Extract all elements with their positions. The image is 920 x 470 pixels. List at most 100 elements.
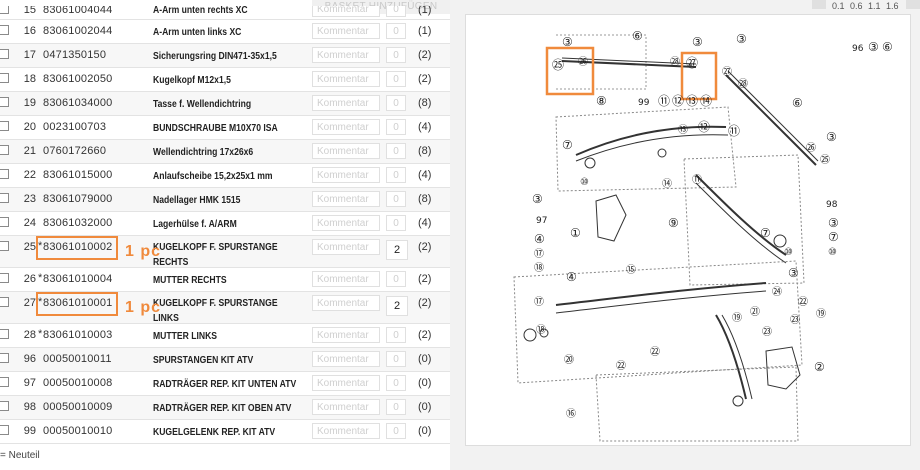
- callout-9[interactable]: ⑨: [668, 216, 679, 230]
- row-checkbox[interactable]: [0, 49, 9, 59]
- comment-input[interactable]: Kommentar: [312, 95, 380, 111]
- quantity-input[interactable]: 0: [386, 423, 406, 439]
- callout-99[interactable]: 99: [638, 98, 650, 108]
- callout-6[interactable]: ⑥: [792, 96, 803, 110]
- comment-input[interactable]: Kommentar: [312, 191, 380, 207]
- callout-21[interactable]: ㉑: [750, 306, 760, 318]
- callout-23[interactable]: ㉓: [790, 314, 800, 326]
- row-checkbox[interactable]: [0, 217, 9, 227]
- quantity-input[interactable]: 0: [386, 119, 406, 135]
- callout-96[interactable]: 96: [852, 44, 864, 54]
- zoom-level[interactable]: 0.6: [850, 1, 863, 11]
- callout-17[interactable]: ⑰: [534, 248, 544, 260]
- row-checkbox[interactable]: [0, 97, 9, 107]
- comment-input[interactable]: Kommentar: [312, 119, 380, 135]
- row-checkbox[interactable]: [0, 329, 9, 339]
- comment-input[interactable]: Kommentar: [312, 215, 380, 231]
- comment-input[interactable]: Kommentar: [312, 239, 380, 255]
- callout-19[interactable]: ⑲: [732, 312, 742, 324]
- callout-25[interactable]: ㉕: [552, 58, 564, 72]
- callout-24[interactable]: ㉔: [772, 286, 782, 298]
- row-checkbox[interactable]: [0, 169, 9, 179]
- callout-22[interactable]: ㉒: [798, 296, 808, 308]
- callout-11[interactable]: ⑪: [658, 94, 670, 108]
- callout-3[interactable]: ③: [692, 35, 703, 49]
- callout-16[interactable]: ⑯: [566, 408, 576, 420]
- callout-7[interactable]: ⑦: [760, 226, 771, 240]
- callout-3[interactable]: ③: [828, 216, 839, 230]
- zoom-scale[interactable]: 0.1 0.6 1.1 1.6: [465, 0, 920, 14]
- row-checkbox[interactable]: [0, 377, 9, 387]
- callout-2[interactable]: ②: [814, 360, 825, 374]
- callout-23[interactable]: ㉓: [762, 326, 772, 338]
- callout-6[interactable]: ⑥: [882, 40, 893, 54]
- callout-3[interactable]: ③: [788, 266, 799, 280]
- row-checkbox[interactable]: [0, 353, 9, 363]
- quantity-input[interactable]: 0: [386, 191, 406, 207]
- row-checkbox[interactable]: [0, 6, 9, 14]
- callout-18[interactable]: ⑱: [536, 324, 546, 336]
- callout-11[interactable]: ⑪: [692, 174, 702, 186]
- quantity-input[interactable]: 0: [386, 327, 406, 343]
- callout-10[interactable]: ⑩: [828, 247, 837, 258]
- quantity-input[interactable]: 0: [386, 6, 406, 17]
- callout-97[interactable]: 97: [536, 216, 547, 226]
- quantity-input[interactable]: 0: [386, 47, 406, 63]
- comment-input[interactable]: Kommentar: [312, 423, 380, 439]
- quantity-input[interactable]: 0: [386, 375, 406, 391]
- callout-4[interactable]: ④: [534, 232, 545, 246]
- quantity-input[interactable]: 0: [386, 95, 406, 111]
- comment-input[interactable]: Kommentar: [312, 351, 380, 367]
- row-checkbox[interactable]: [0, 193, 9, 203]
- callout-12[interactable]: ⑫: [698, 120, 710, 134]
- callout-22[interactable]: ㉒: [616, 360, 626, 372]
- callout-8[interactable]: ⑧: [596, 94, 607, 108]
- row-checkbox[interactable]: [0, 273, 9, 283]
- callout-3[interactable]: ③: [562, 35, 573, 49]
- callout-3[interactable]: ③: [826, 130, 837, 144]
- comment-input[interactable]: Kommentar: [312, 399, 380, 415]
- comment-input[interactable]: Kommentar: [312, 167, 380, 183]
- row-checkbox[interactable]: [0, 401, 9, 411]
- callout-4[interactable]: ④: [566, 270, 577, 284]
- quantity-input[interactable]: 2: [386, 296, 408, 316]
- callout-11[interactable]: ⑪: [728, 124, 740, 138]
- comment-input[interactable]: Kommentar: [312, 271, 380, 287]
- row-checkbox[interactable]: [0, 25, 9, 35]
- row-checkbox[interactable]: [0, 145, 9, 155]
- callout-27[interactable]: ㉗: [686, 56, 698, 70]
- quantity-input[interactable]: 0: [386, 399, 406, 415]
- zoom-level[interactable]: 1.1: [868, 1, 881, 11]
- callout-28[interactable]: ㉘: [670, 56, 680, 68]
- row-checkbox[interactable]: [0, 297, 9, 307]
- callout-27[interactable]: ㉗: [722, 66, 732, 78]
- callout-6[interactable]: ⑥: [632, 29, 643, 43]
- comment-input[interactable]: Kommentar: [312, 327, 380, 343]
- callout-20[interactable]: ⑳: [564, 354, 574, 366]
- callout-25[interactable]: ㉕: [820, 154, 830, 166]
- callout-12[interactable]: ⑫: [672, 94, 684, 108]
- quantity-input[interactable]: 2: [386, 240, 408, 260]
- comment-input[interactable]: Kommentar: [312, 6, 380, 17]
- row-checkbox[interactable]: [0, 121, 9, 131]
- quantity-input[interactable]: 0: [386, 143, 406, 159]
- callout-13[interactable]: ⑬: [686, 94, 698, 108]
- quantity-input[interactable]: 0: [386, 167, 406, 183]
- callout-1[interactable]: ①: [570, 226, 581, 240]
- callout-22[interactable]: ㉒: [650, 346, 660, 358]
- callout-19[interactable]: ⑲: [816, 308, 826, 320]
- callout-3[interactable]: ③: [868, 40, 879, 54]
- quantity-input[interactable]: 0: [386, 271, 406, 287]
- callout-15[interactable]: ⑮: [626, 264, 636, 276]
- zoom-level[interactable]: 1.6: [886, 1, 899, 11]
- callout-17[interactable]: ⑰: [534, 296, 544, 308]
- comment-input[interactable]: Kommentar: [312, 143, 380, 159]
- callout-3[interactable]: ③: [532, 192, 543, 206]
- row-checkbox[interactable]: [0, 425, 9, 435]
- quantity-input[interactable]: 0: [386, 71, 406, 87]
- callout-7[interactable]: ⑦: [562, 138, 573, 152]
- callout-98[interactable]: 98: [826, 200, 838, 210]
- parts-diagram[interactable]: ③ ⑥ ③ ③ 96 ③ ⑥ ㉕ ㉖ ㉘ ㉗ ㉗ ㉘ ⑥ ⑧ 99 ⑪ ⑫ ⑬ …: [465, 14, 911, 446]
- callout-28[interactable]: ㉘: [738, 78, 748, 90]
- zoom-level[interactable]: 0.1: [832, 1, 845, 11]
